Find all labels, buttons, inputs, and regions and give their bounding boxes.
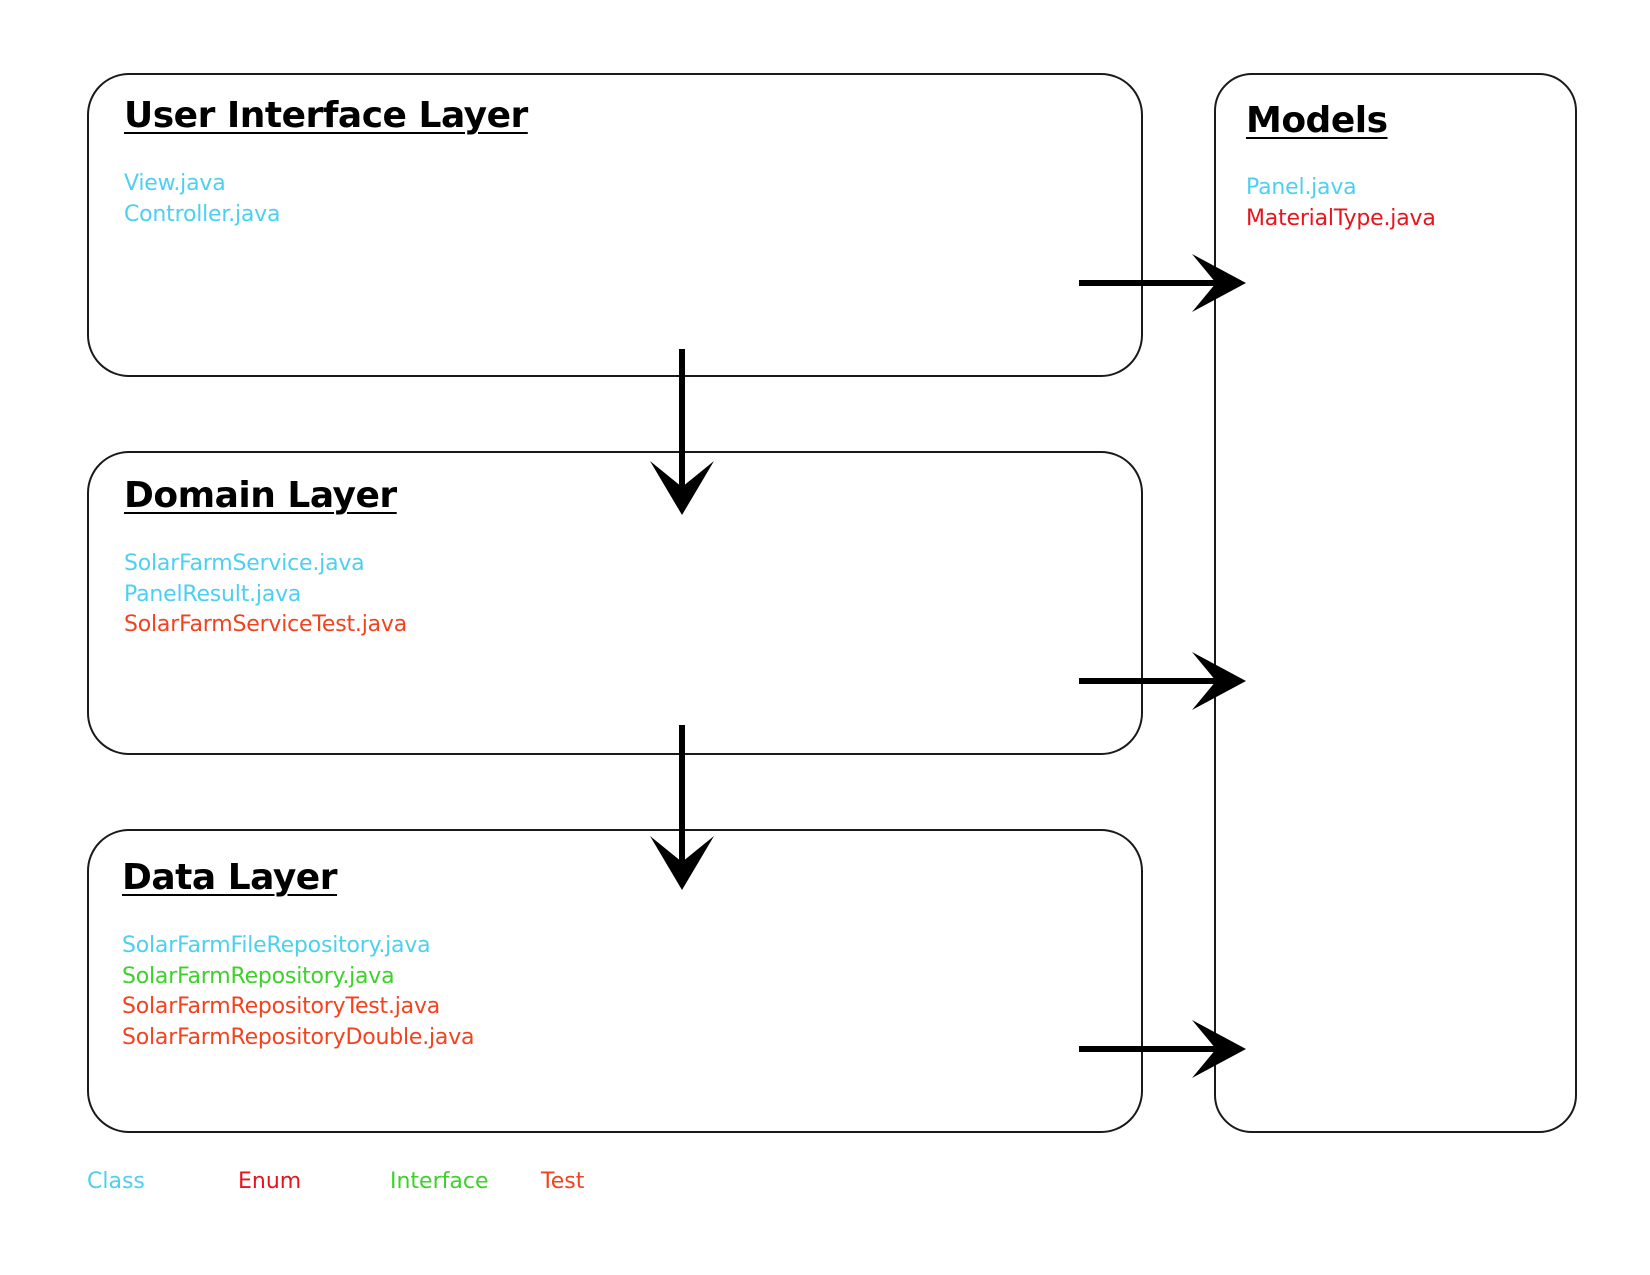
file-item: SolarFarmRepository.java <box>122 963 395 989</box>
arrow-domain-to-data <box>650 725 714 890</box>
layer-title-domain: Domain Layer <box>124 475 397 516</box>
models-box <box>1214 73 1577 1133</box>
file-item: PanelResult.java <box>124 581 302 607</box>
legend-enum: Enum <box>238 1169 302 1194</box>
legend-test: Test <box>541 1169 585 1194</box>
arrow-ui-to-domain <box>650 349 714 515</box>
file-item: SolarFarmService.java <box>124 551 365 576</box>
arrow-ui-to-models <box>1079 254 1246 312</box>
file-list-domain: SolarFarmService.java PanelResult.java S… <box>124 549 407 641</box>
file-item: MaterialType.java <box>1246 205 1436 231</box>
file-item: Panel.java <box>1246 175 1357 200</box>
file-item: SolarFarmServiceTest.java <box>124 612 407 637</box>
layer-box-user-interface <box>87 73 1143 377</box>
file-list-data: SolarFarmFileRepository.java SolarFarmRe… <box>122 931 474 1053</box>
models-title: Models <box>1246 100 1388 141</box>
file-list-user-interface: View.java Controller.java <box>124 169 280 230</box>
file-item: Controller.java <box>124 201 281 227</box>
layer-box-domain <box>87 451 1143 755</box>
file-item: View.java <box>124 171 226 196</box>
file-item: SolarFarmRepositoryTest.java <box>122 994 441 1019</box>
arrow-data-to-models <box>1079 1020 1246 1078</box>
legend-interface: Interface <box>390 1169 489 1194</box>
file-list-models: Panel.java MaterialType.java <box>1246 173 1436 234</box>
arrow-domain-to-models <box>1079 652 1246 710</box>
file-item: SolarFarmRepositoryDouble.java <box>122 1024 475 1050</box>
file-item: SolarFarmFileRepository.java <box>122 933 431 958</box>
layer-box-data <box>87 829 1143 1133</box>
legend-class: Class <box>87 1169 145 1194</box>
layer-title-data: Data Layer <box>122 857 337 898</box>
layer-title-user-interface: User Interface Layer <box>124 95 528 136</box>
